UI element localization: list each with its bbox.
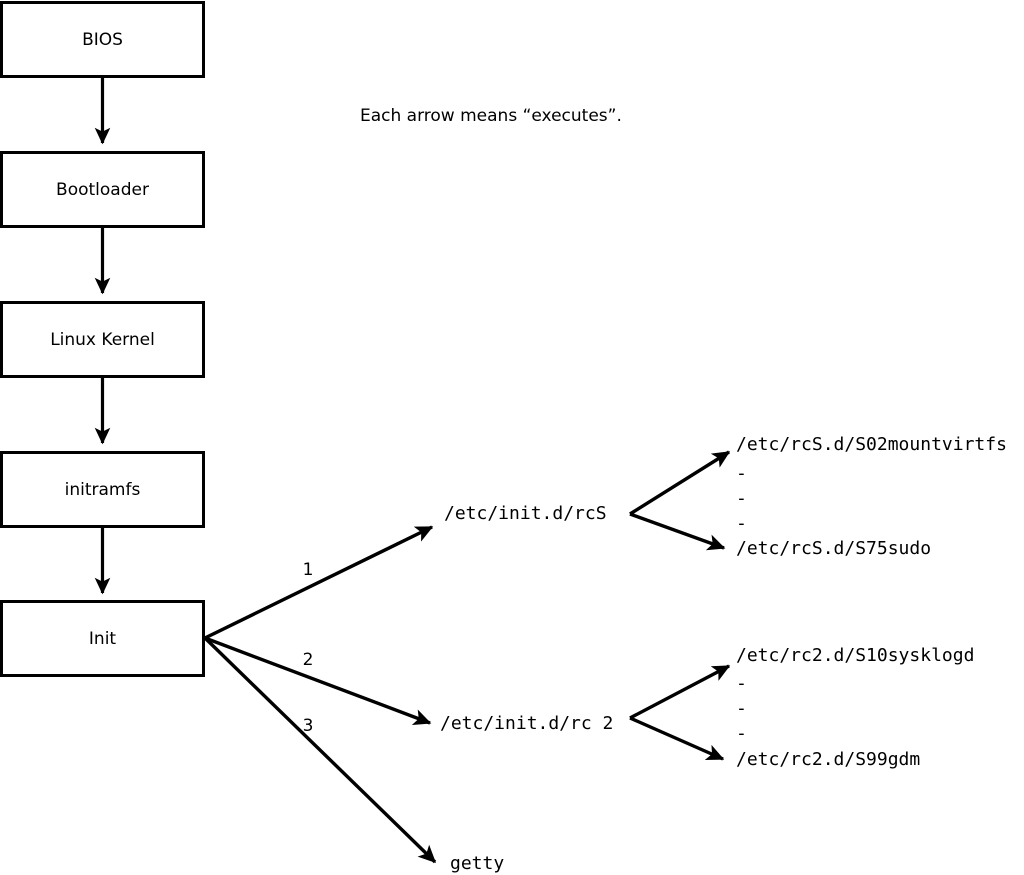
label-getty[interactable]: getty — [450, 853, 504, 874]
box-init-rect — [0, 600, 205, 677]
box-initramfs[interactable]: initramfs — [0, 451, 205, 528]
box-kernel-rect — [0, 301, 205, 378]
edge-number-1: 1 — [303, 560, 314, 580]
arrow-rc2-to-last-script — [629, 716, 725, 761]
arrow-init-to-getty — [203, 636, 437, 864]
box-bios[interactable]: BIOS — [0, 1, 205, 78]
box-bootloader[interactable]: Bootloader — [0, 151, 205, 228]
caption-executes: Each arrow means “executes”. — [360, 106, 622, 126]
edge-number-3: 3 — [303, 716, 314, 736]
edge-number-2: 2 — [303, 650, 314, 670]
label-init-d-rcs[interactable]: /etc/init.d/rcS — [444, 503, 607, 524]
arrow-rcs-to-last-script — [629, 512, 726, 551]
label-rcs-last-script[interactable]: /etc/rcS.d/S75sudo — [736, 538, 931, 559]
box-kernel[interactable]: Linux Kernel — [0, 301, 205, 378]
arrow-rc2-to-first-script — [629, 664, 731, 720]
arrow-init-to-rcs — [204, 525, 434, 640]
box-init[interactable]: Init — [0, 600, 205, 677]
label-rcs-first-script[interactable]: /etc/rcS.d/S02mountvirtfs — [736, 434, 1007, 455]
box-kernel-label: Linux Kernel — [50, 330, 155, 350]
box-bootloader-rect — [0, 151, 205, 228]
ellipsis-rc2-3: - — [736, 723, 747, 744]
box-init-label: Init — [89, 629, 117, 649]
arrow-rcs-to-first-script — [629, 450, 731, 516]
ellipsis-rc2-1: - — [736, 673, 747, 694]
ellipsis-rcs-1: - — [736, 463, 747, 484]
box-bios-rect — [0, 1, 205, 78]
label-rc2-last-script[interactable]: /etc/rc2.d/S99gdm — [736, 749, 920, 770]
box-bios-label: BIOS — [82, 30, 123, 50]
ellipsis-rcs-3: - — [736, 513, 747, 534]
ellipsis-rcs-2: - — [736, 488, 747, 509]
label-init-d-rc2[interactable]: /etc/init.d/rc 2 — [440, 713, 613, 734]
arrow-init-to-rc2 — [204, 636, 432, 726]
box-bootloader-label: Bootloader — [56, 180, 149, 200]
box-initramfs-label: initramfs — [65, 480, 141, 500]
ellipsis-rc2-2: - — [736, 698, 747, 719]
label-rc2-first-script[interactable]: /etc/rc2.d/S10sysklogd — [736, 645, 974, 666]
